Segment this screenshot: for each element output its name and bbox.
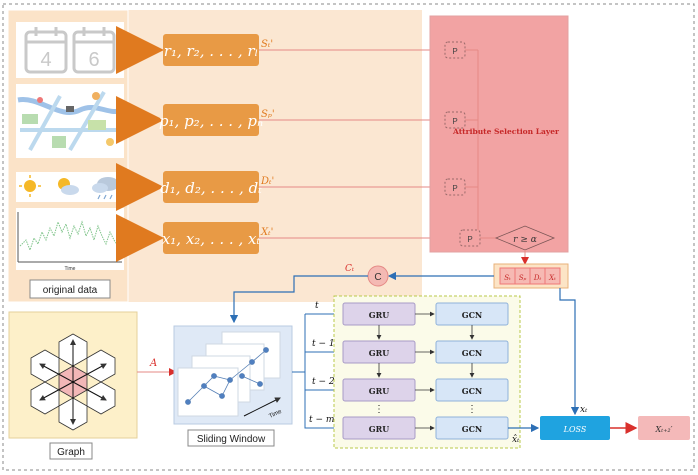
loss-box <box>540 416 610 440</box>
attr-2: Dₜ <box>533 274 542 282</box>
gru-0: GRU <box>369 310 389 320</box>
attr-0: Sₜ <box>504 274 511 282</box>
calendar-day-right: 6 <box>88 49 99 71</box>
hex-graph <box>30 333 116 431</box>
input-arrows <box>116 26 164 262</box>
original-data-label: original data <box>43 285 98 296</box>
gru-ellipsis: ⋮ <box>374 404 384 415</box>
time-step-4: t − m <box>309 415 334 425</box>
calendar-icon: 4 6 <box>16 22 124 78</box>
attribute-selection-layer <box>429 15 569 253</box>
sig-label-1: Sₜ' <box>261 39 273 50</box>
time-step-1: t − 1 <box>312 339 335 349</box>
calendar-day-left: 4 <box>40 49 51 71</box>
adjacency-label: A <box>149 358 157 369</box>
attribute-layer-title: Attribute Selection Layer <box>452 127 560 136</box>
c-node-tag: Cₜ <box>345 264 355 274</box>
sliding-time-label: Time <box>268 409 283 420</box>
seq-box-p <box>163 104 259 136</box>
condition-diamond <box>494 225 556 251</box>
p-nodes: P P P P <box>444 41 481 247</box>
outer-frame <box>2 3 695 471</box>
gru-1: GRU <box>369 348 389 358</box>
truth-label: xₜ <box>580 405 588 415</box>
loss-label: LOSS <box>563 425 587 434</box>
gcn-1: GCN <box>462 348 483 358</box>
sequence-boxes: r₁, r₂, . . . , rₗ p₁, p₂, . . . , pₙ d₁… <box>159 34 263 254</box>
gcn-3: GCN <box>462 424 483 434</box>
gru-2: GRU <box>369 386 389 396</box>
time-step-2: t − 2 <box>312 377 335 387</box>
gcn-2: GCN <box>462 386 483 396</box>
timeseries-plot: Time <box>16 208 124 272</box>
timeseries-xlabel: Time <box>65 266 76 272</box>
original-data-box <box>29 279 111 299</box>
p-node-2: P <box>452 117 457 126</box>
sliding-label: Sliding Window <box>197 434 266 445</box>
p-node-4: P <box>467 235 472 244</box>
pred-label: x̂ₜ <box>512 434 520 445</box>
gcn-ellipsis: ⋮ <box>467 404 477 415</box>
gcn-column: GCN GCN GCN ⋮ GCN <box>435 302 509 440</box>
weather-icon <box>16 172 124 202</box>
graph-label-box <box>49 442 93 460</box>
seq-x: x₁, x₂, . . . , xₜ <box>162 230 261 248</box>
sliding-label-box <box>187 429 275 447</box>
output-box <box>638 416 690 440</box>
p-node-1: P <box>452 47 457 56</box>
c-node-label: C <box>374 272 381 283</box>
output-label: Xₜ₊₂′ <box>655 425 673 434</box>
sig-label-2: Sₚ' <box>261 109 275 120</box>
seq-p: p₁, p₂, . . . , pₙ <box>159 112 263 130</box>
seq-box-d <box>163 171 259 203</box>
gcn-0: GCN <box>462 310 483 320</box>
map-icon <box>16 84 124 158</box>
sig-label-3: Dₜ' <box>260 176 274 187</box>
attr-3: Xₜ <box>548 274 556 282</box>
selected-attrs: Sₜ Sₚ Dₜ Xₜ <box>499 267 561 285</box>
sig-label-4: Xₜ' <box>260 227 273 238</box>
seq-box-x <box>163 222 259 254</box>
seq-box-r <box>163 34 259 66</box>
graph-label: Graph <box>57 447 85 458</box>
gru-3: GRU <box>369 424 389 434</box>
p-node-3: P <box>452 184 457 193</box>
signal-lines <box>259 49 460 239</box>
seq-d: d₁, d₂, . . . , dₜ <box>160 179 262 197</box>
seq-r: r₁, r₂, . . . , rₗ <box>164 42 258 60</box>
attr-1: Sₚ <box>519 274 527 282</box>
time-step-0: t <box>315 301 319 311</box>
window-frames: Time <box>177 331 283 420</box>
condition-text: r ≥ α <box>513 235 537 245</box>
